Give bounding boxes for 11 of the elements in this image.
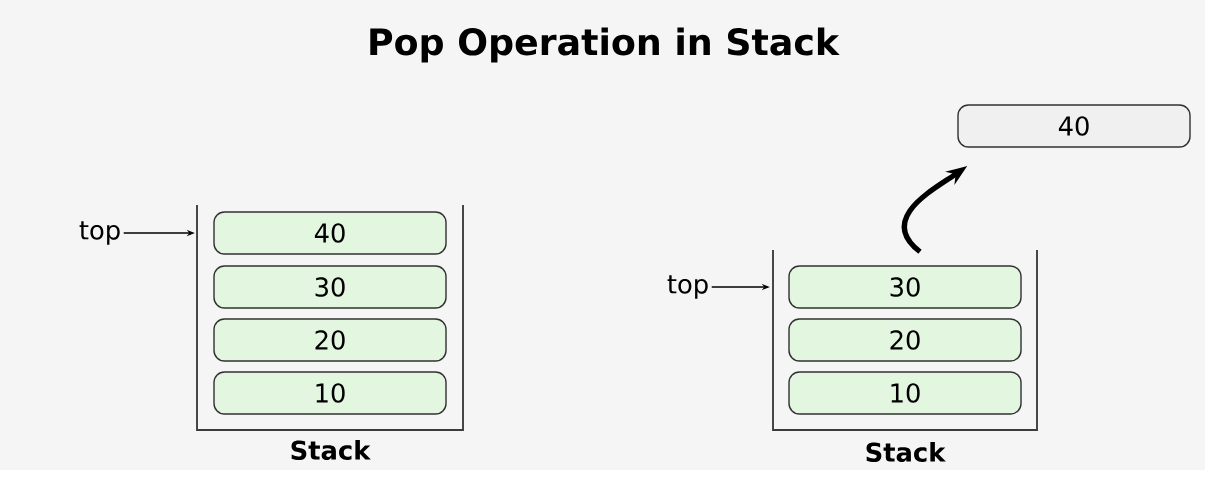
title: Pop Operation in Stack	[370, 27, 840, 63]
pointer-label: top	[667, 275, 708, 299]
pointer-label: top	[79, 221, 120, 245]
stack-item: 10	[213, 371, 447, 415]
stack-item: 30	[788, 265, 1022, 309]
popped-item: 40	[957, 104, 1191, 148]
stack-item: 20	[213, 318, 447, 362]
stack-item: 20	[788, 318, 1022, 362]
stack-item: 40	[213, 211, 447, 255]
stack-item: 30	[213, 265, 447, 309]
stack-item: 10	[788, 371, 1022, 415]
